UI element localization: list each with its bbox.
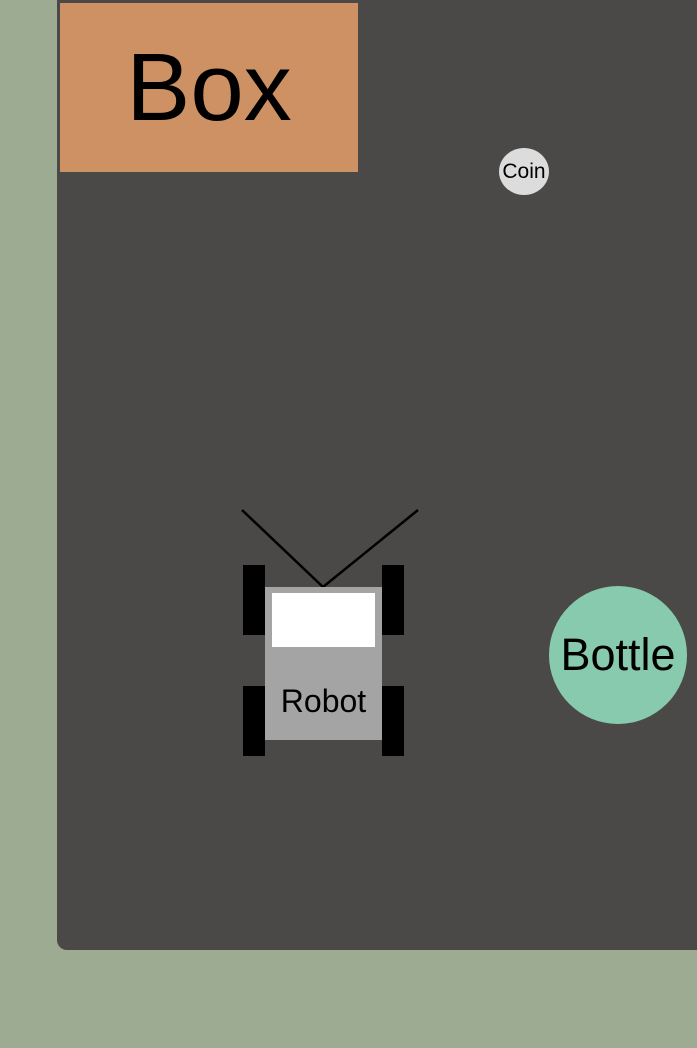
- robot-screen: [272, 593, 375, 647]
- bottle-object[interactable]: Bottle: [549, 586, 687, 724]
- robot-wheel-front-right: [382, 565, 404, 635]
- robot-wheel-rear-right: [382, 686, 404, 756]
- coin-object[interactable]: Coin: [499, 148, 549, 195]
- coin-label: Coin: [502, 159, 546, 183]
- robot-wheel-front-left: [243, 565, 265, 635]
- box-object[interactable]: Box: [60, 3, 358, 172]
- robot-label: Robot: [280, 683, 367, 719]
- bottle-label: Bottle: [560, 629, 676, 680]
- robot-wheel-rear-left: [243, 686, 265, 756]
- box-label: Box: [126, 33, 292, 141]
